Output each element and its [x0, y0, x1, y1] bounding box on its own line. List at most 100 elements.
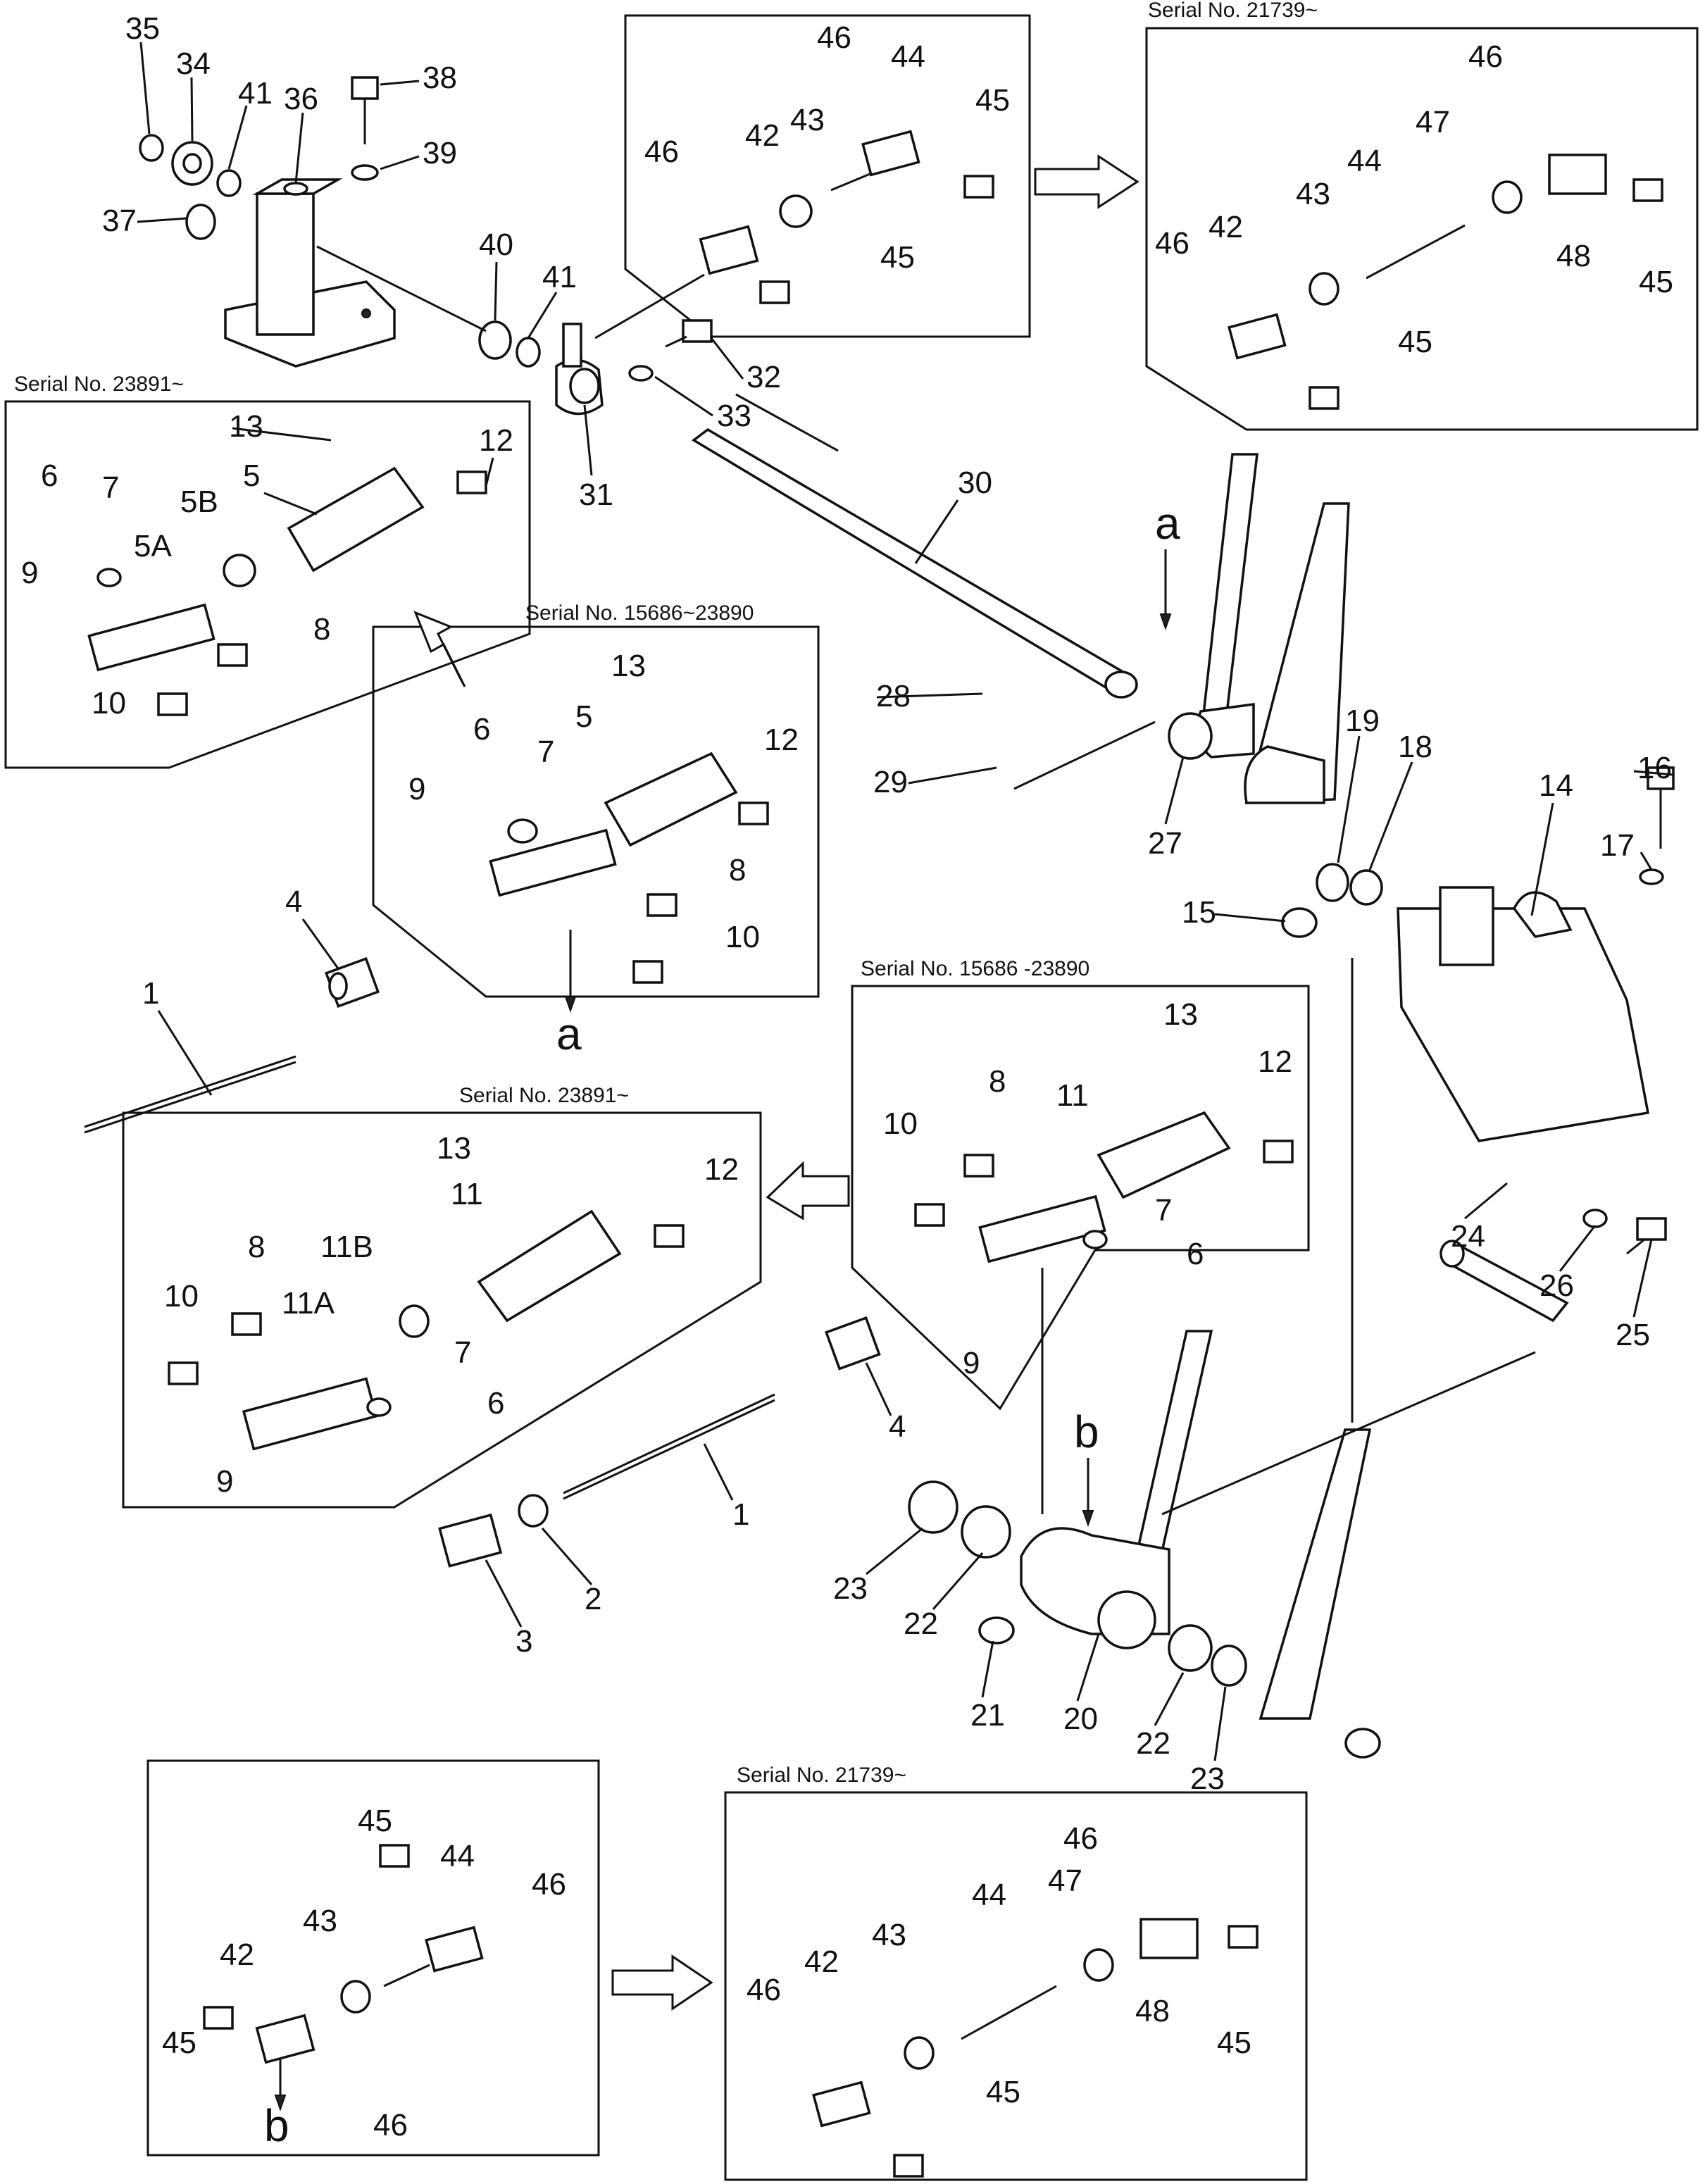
shaft-30: [691, 428, 1138, 699]
pedal-27: [1168, 453, 1350, 804]
pedal-bracket-14: [1281, 766, 1675, 1142]
callout-32: 32: [747, 360, 781, 394]
callout-46: 46: [532, 1867, 566, 1902]
serial-label: Serial No. 23891~: [459, 1084, 629, 1107]
callout-40: 40: [479, 227, 513, 262]
callout-38: 38: [423, 61, 457, 95]
callout-22: 22: [1136, 1726, 1170, 1761]
callout-10: 10: [883, 1106, 918, 1141]
callout-37: 37: [102, 204, 137, 238]
callout-30: 30: [958, 466, 992, 500]
callout-46: 46: [817, 20, 851, 55]
callout-45: 45: [162, 2026, 196, 2060]
inset-bottom-left: [146, 1759, 600, 2157]
arrow-up-left-icon: [413, 611, 466, 687]
callout-25: 25: [1616, 1318, 1650, 1352]
callout-39: 39: [423, 136, 457, 170]
callout-19: 19: [1345, 704, 1380, 738]
callout-5A: 5A: [134, 529, 172, 563]
callout-6: 6: [473, 712, 490, 747]
callout-42: 42: [745, 118, 780, 153]
serial-labels: Serial No. 21739~ Serial No. 23891~ Seri…: [14, 0, 1318, 1787]
rod-1-lower: [438, 1316, 881, 1568]
callout-44: 44: [440, 1839, 475, 1873]
serial-label: Serial No. 23891~: [14, 373, 184, 396]
pedal-20: [908, 1330, 1381, 1759]
callout-11: 11: [451, 1177, 483, 1211]
callout-45: 45: [975, 83, 1010, 118]
callout-43: 43: [872, 1918, 906, 1952]
callout-26: 26: [1540, 1268, 1574, 1303]
view-marker-b: b: [264, 2100, 289, 2151]
callout-10: 10: [164, 1279, 199, 1313]
inset-mid-serial-15686: [372, 625, 820, 998]
callout-7: 7: [1155, 1193, 1172, 1228]
callout-44: 44: [972, 1878, 1006, 1912]
callout-20: 20: [1063, 1702, 1098, 1736]
inset-right-serial-15686: [851, 985, 1310, 1411]
callout-43: 43: [303, 1904, 337, 1938]
callout-42: 42: [220, 1937, 254, 1972]
callout-42: 42: [804, 1945, 839, 1979]
callout-45: 45: [880, 240, 915, 275]
inset-parts: [87, 130, 1663, 2178]
callout-6: 6: [1187, 1237, 1204, 1271]
callout-7: 7: [454, 1335, 471, 1370]
serial-label: Serial No. 15686 -23890: [861, 957, 1089, 980]
callout-12: 12: [764, 723, 799, 757]
callout-42: 42: [1209, 210, 1243, 244]
callout-1: 1: [732, 1497, 749, 1532]
callout-43: 43: [1296, 177, 1330, 211]
bracket-36: [224, 178, 396, 368]
view-marker-b: b: [1074, 1406, 1099, 1457]
callout-43: 43: [790, 103, 825, 137]
callout-46: 46: [373, 2108, 408, 2142]
callout-5: 5: [575, 699, 592, 734]
callout-17: 17: [1600, 828, 1635, 863]
callout-46: 46: [1155, 226, 1189, 261]
serial-label: Serial No. 21739~: [737, 1764, 906, 1787]
callout-5B: 5B: [180, 485, 218, 519]
arrow-left-icon: [766, 1161, 850, 1221]
callout-8: 8: [248, 1230, 265, 1264]
callout-11A: 11A: [282, 1286, 335, 1321]
callout-8: 8: [989, 1064, 1006, 1099]
assembly-lines: [316, 245, 1536, 1516]
callout-7: 7: [537, 735, 554, 769]
callout-45: 45: [1639, 265, 1673, 299]
callout-27: 27: [1148, 826, 1182, 861]
callout-1: 1: [142, 976, 159, 1011]
callout-34: 34: [176, 46, 211, 81]
lever-31: [555, 323, 604, 416]
callout-4: 4: [285, 885, 302, 919]
direction-arrows: [413, 154, 1139, 2011]
serial-label: Serial No. 15686~23890: [525, 601, 754, 625]
callout-45: 45: [986, 2075, 1020, 2109]
callout-13: 13: [611, 649, 646, 683]
arrow-right-icon: [611, 1954, 713, 2011]
inset-top-center: [624, 14, 1031, 338]
callout-47: 47: [1048, 1864, 1082, 1898]
small-parts-top-left: [139, 76, 713, 382]
inset-bottom-right: [724, 1791, 1308, 2181]
inset-frames: [4, 14, 1699, 2181]
view-markers: a a b b: [264, 498, 1180, 2151]
callout-7: 7: [102, 470, 119, 505]
callout-12: 12: [479, 423, 513, 458]
callout-12: 12: [1258, 1044, 1292, 1079]
callout-46: 46: [1063, 1821, 1098, 1856]
callout-33: 33: [717, 399, 751, 433]
view-marker-a: a: [556, 1009, 582, 1059]
callout-21: 21: [970, 1698, 1005, 1733]
callout-41: 41: [238, 76, 273, 111]
callout-10: 10: [92, 686, 126, 720]
callout-46: 46: [1468, 39, 1503, 74]
callout-15: 15: [1182, 895, 1216, 930]
callout-48: 48: [1135, 1994, 1170, 2028]
inset-mid-serial-23891: [122, 1111, 762, 1509]
callout-45: 45: [1217, 2026, 1251, 2060]
callout-14: 14: [1539, 768, 1573, 803]
callout-46: 46: [644, 135, 679, 169]
callout-29: 29: [873, 765, 908, 799]
callout-6: 6: [41, 458, 58, 493]
